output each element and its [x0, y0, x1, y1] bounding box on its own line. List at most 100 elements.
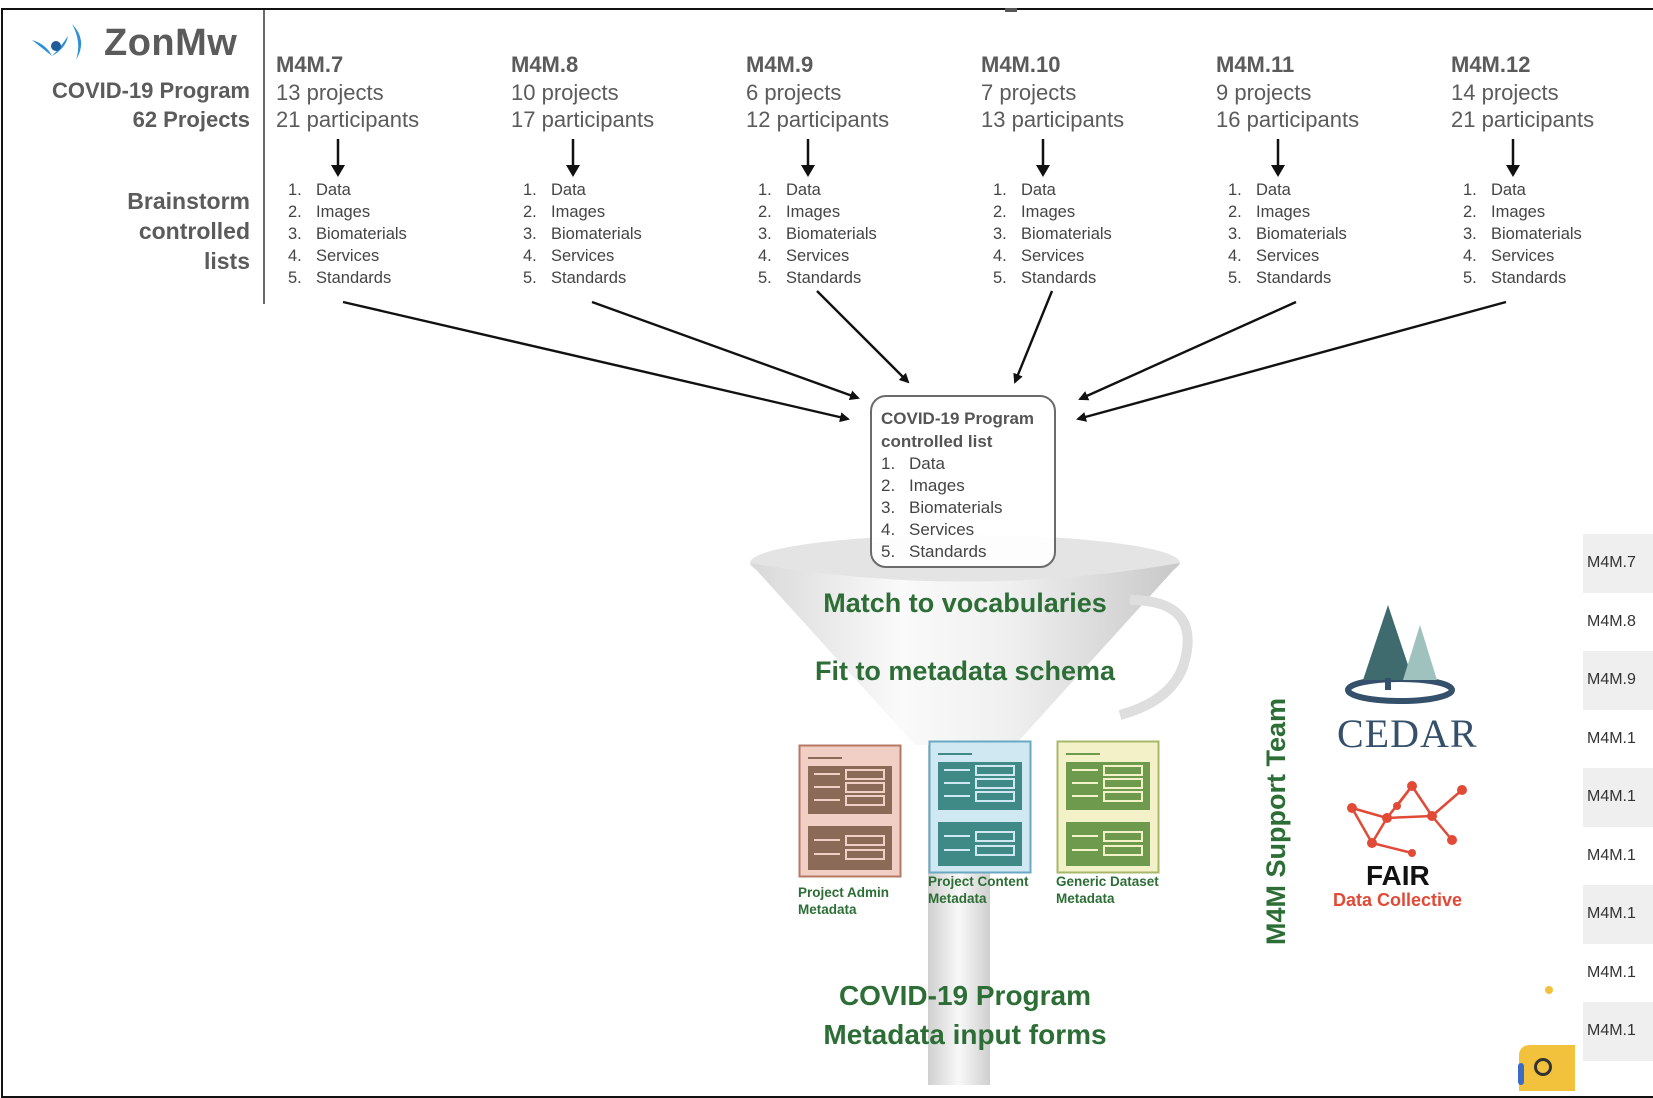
list-item: 2.Images	[993, 203, 1076, 221]
group-participants: 12 participants	[746, 107, 890, 132]
list-item: 4.Services	[523, 247, 615, 265]
group-projects: 14 projects	[1451, 80, 1559, 105]
brainstorm-list: 1.Data 2.Images 3.Biomaterials 4.Services 5.…	[1228, 179, 1347, 289]
table-row: M4M.1	[1583, 885, 1653, 944]
fit-schema-label: Fit to metadata schema	[814, 656, 1116, 686]
central-subtitle: controlled list	[881, 432, 993, 451]
list-item: 4.Services	[881, 520, 975, 539]
list-item: 4.Services	[993, 247, 1085, 265]
list-item: 3.Biomaterials	[1463, 225, 1582, 243]
list-item: 4.Services	[1463, 247, 1555, 265]
cedar-logo-text: CEDAR	[1337, 711, 1478, 756]
fair-logo-subtitle: Data Collective	[1333, 890, 1463, 910]
list-item: 3.Biomaterials	[1228, 225, 1347, 243]
program-title: COVID-19 Program	[51, 78, 250, 103]
fair-logo-text: FAIR	[1366, 860, 1430, 891]
header-divider	[263, 10, 265, 304]
arrow-m4m7	[342, 300, 850, 423]
central-controlled-list: COVID-19 Program controlled list 1.Data …	[870, 395, 1056, 568]
list-item: 1.Data	[993, 181, 1056, 199]
list-item: 2.Images	[1463, 203, 1546, 221]
group-participants: 17 participants	[511, 107, 655, 132]
metadata-document-icon	[928, 740, 1032, 874]
group-projects: 13 projects	[276, 80, 384, 105]
group-projects: 6 projects	[746, 80, 842, 105]
down-arrow-icon	[566, 139, 580, 177]
arrow-m4m8	[591, 300, 860, 400]
list-item: 2.Images	[758, 203, 841, 221]
group-title: M4M.12	[1451, 52, 1531, 77]
table-row: M4M.1	[1587, 729, 1636, 747]
group-title: M4M.7	[276, 52, 344, 77]
list-item: 1.Data	[1228, 181, 1291, 199]
group-participants: 21 participants	[1451, 107, 1595, 132]
list-item: 4.Services	[758, 247, 850, 265]
list-item: 1.Data	[881, 454, 945, 473]
yellow-dot	[1545, 986, 1553, 994]
list-item: 4.Services	[288, 247, 380, 265]
list-item: 3.Biomaterials	[758, 225, 877, 243]
list-item: 4.Services	[1228, 247, 1320, 265]
program-projects: 62 Projects	[132, 107, 250, 132]
arrow-m4m9	[816, 290, 910, 384]
group-participants: 16 participants	[1216, 107, 1360, 132]
list-item: 1.Data	[758, 181, 821, 199]
group-projects: 7 projects	[981, 80, 1077, 105]
table-row: M4M.1	[1583, 768, 1653, 827]
down-arrow-icon	[1036, 139, 1050, 177]
table-row: M4M.1	[1587, 963, 1636, 981]
list-item: 3.Biomaterials	[993, 225, 1112, 243]
table-row: M4M.7	[1583, 534, 1653, 593]
metadata-forms-label: COVID-19 Program Metadata input forms	[823, 980, 1107, 1050]
zonmw-logo-icon	[32, 24, 82, 60]
support-team-label: M4M Support Team	[1261, 697, 1291, 945]
group-participants: 21 participants	[276, 107, 420, 132]
list-item: 2.Images	[288, 203, 371, 221]
central-title: COVID-19 Program	[881, 409, 1035, 428]
list-item: 1.Data	[1463, 181, 1526, 199]
match-vocabularies-label: Match to vocabularies	[823, 588, 1107, 618]
list-item: 5.Standards	[1228, 269, 1332, 287]
arrow-m4m10	[1013, 290, 1054, 384]
table-row: M4M.1	[1587, 846, 1636, 864]
list-item: 3.Biomaterials	[523, 225, 642, 243]
brainstorm-label: Brainstorm controlled lists	[127, 188, 250, 274]
metadata-document-icon	[798, 744, 902, 878]
table-row: M4M.9	[1583, 651, 1653, 710]
table-row: M4M.1	[1583, 1002, 1653, 1061]
arrow-m4m11	[1078, 300, 1297, 401]
list-item: 1.Data	[288, 181, 351, 199]
down-arrow-icon	[1271, 139, 1285, 177]
central-list: 1.Data 2.Images 3.Biomaterials 4.Service…	[881, 453, 1054, 563]
list-item: 5.Standards	[1463, 269, 1567, 287]
list-item: 1.Data	[523, 181, 586, 199]
zonmw-logo	[26, 18, 256, 68]
list-item: 5.Standards	[881, 542, 987, 561]
robot-ear-icon	[1518, 1063, 1524, 1085]
metadata-document-icon	[1056, 740, 1160, 874]
down-arrow-icon	[1506, 139, 1520, 177]
group-projects: 10 projects	[511, 80, 619, 105]
list-item: 5.Standards	[758, 269, 862, 287]
group-projects: 9 projects	[1216, 80, 1312, 105]
list-item: 5.Standards	[288, 269, 392, 287]
group-title: M4M.10	[981, 52, 1061, 77]
table-row: M4M.8	[1587, 612, 1636, 630]
group-participants: 13 participants	[981, 107, 1125, 132]
group-title: M4M.11	[1216, 52, 1295, 77]
list-item: 2.Images	[1228, 203, 1311, 221]
